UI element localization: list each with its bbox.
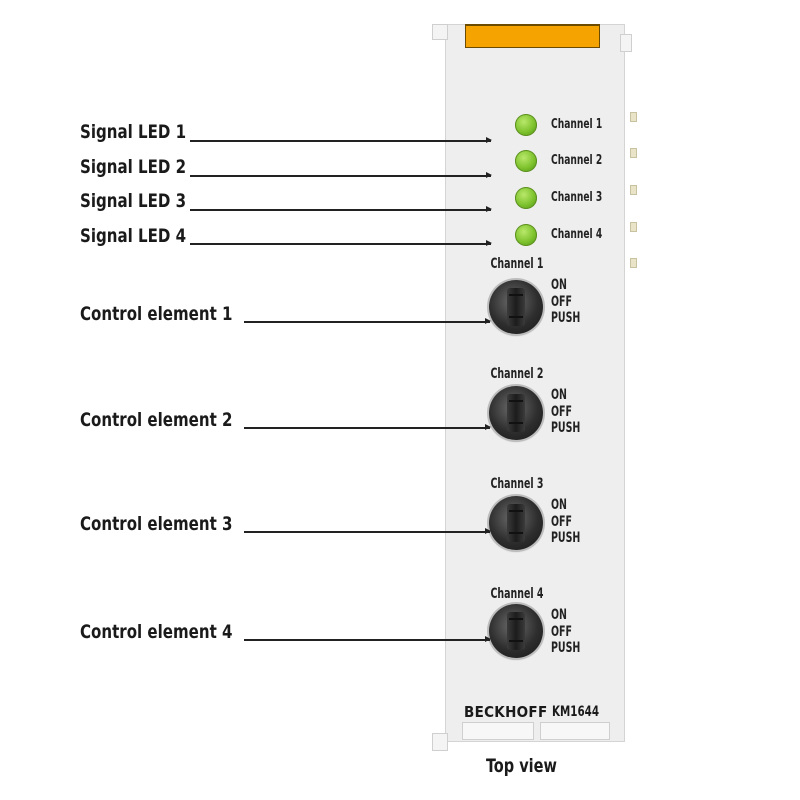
- rail-clip-top: [432, 24, 448, 40]
- control-element-2[interactable]: [489, 386, 543, 440]
- leader-line: [244, 636, 491, 642]
- side-contact: [630, 112, 637, 122]
- leader-line: [190, 137, 492, 143]
- switch-label-2: Channel 2: [490, 366, 544, 382]
- control-element-3[interactable]: [489, 496, 543, 550]
- side-contact: [630, 258, 637, 268]
- switch-lever: [507, 288, 525, 326]
- callout-control-element-4: Control element 4: [80, 621, 233, 643]
- led-label-4: Channel 4: [551, 227, 603, 242]
- bottom-connector-right: [540, 722, 610, 740]
- switch-positions-2: ON OFF PUSH: [551, 387, 580, 437]
- side-contact: [630, 222, 637, 232]
- switch-positions-4: ON OFF PUSH: [551, 607, 580, 657]
- signal-led-4: [515, 224, 537, 246]
- position-on: ON: [551, 607, 567, 623]
- led-label-2: Channel 2: [551, 153, 603, 168]
- position-push: PUSH: [551, 420, 581, 436]
- signal-led-1: [515, 114, 537, 136]
- led-label-1: Channel 1: [551, 117, 603, 132]
- callout-signal-led-2: Signal LED 2: [80, 156, 187, 178]
- switch-label-3: Channel 3: [490, 476, 544, 492]
- brand-label: BECKHOFF: [464, 703, 548, 721]
- callout-signal-led-4: Signal LED 4: [80, 225, 187, 247]
- leader-line: [244, 528, 491, 534]
- callout-control-element-3: Control element 3: [80, 513, 233, 535]
- led-label-3: Channel 3: [551, 190, 603, 205]
- model-label: KM1644: [552, 704, 600, 720]
- view-caption: Top view: [486, 755, 557, 777]
- side-contact: [630, 148, 637, 158]
- rail-clip-top-right: [620, 34, 632, 52]
- leader-line: [190, 172, 492, 178]
- position-off: OFF: [551, 403, 572, 420]
- leader-line: [244, 424, 491, 430]
- position-push: PUSH: [551, 530, 581, 546]
- position-off: OFF: [551, 293, 572, 310]
- position-on: ON: [551, 277, 567, 293]
- release-tab: [465, 24, 600, 48]
- switch-positions-1: ON OFF PUSH: [551, 277, 580, 327]
- position-push: PUSH: [551, 310, 581, 326]
- position-off: OFF: [551, 623, 572, 640]
- bottom-connector-left: [462, 722, 534, 740]
- rail-clip-bottom: [432, 733, 448, 751]
- switch-positions-3: ON OFF PUSH: [551, 497, 580, 547]
- callout-control-element-2: Control element 2: [80, 409, 233, 431]
- control-element-1[interactable]: [489, 280, 543, 334]
- side-contact: [630, 185, 637, 195]
- switch-label-4: Channel 4: [490, 586, 544, 602]
- callout-signal-led-1: Signal LED 1: [80, 121, 187, 143]
- leader-line: [190, 240, 492, 246]
- switch-lever: [507, 612, 525, 650]
- switch-lever: [507, 394, 525, 432]
- callout-signal-led-3: Signal LED 3: [80, 190, 187, 212]
- callout-control-element-1: Control element 1: [80, 303, 233, 325]
- switch-label-1: Channel 1: [490, 256, 544, 272]
- signal-led-3: [515, 187, 537, 209]
- leader-line: [244, 318, 491, 324]
- position-off: OFF: [551, 513, 572, 530]
- position-on: ON: [551, 497, 567, 513]
- position-push: PUSH: [551, 640, 581, 656]
- signal-led-2: [515, 150, 537, 172]
- leader-line: [190, 206, 492, 212]
- control-element-4[interactable]: [489, 604, 543, 658]
- switch-lever: [507, 504, 525, 542]
- position-on: ON: [551, 387, 567, 403]
